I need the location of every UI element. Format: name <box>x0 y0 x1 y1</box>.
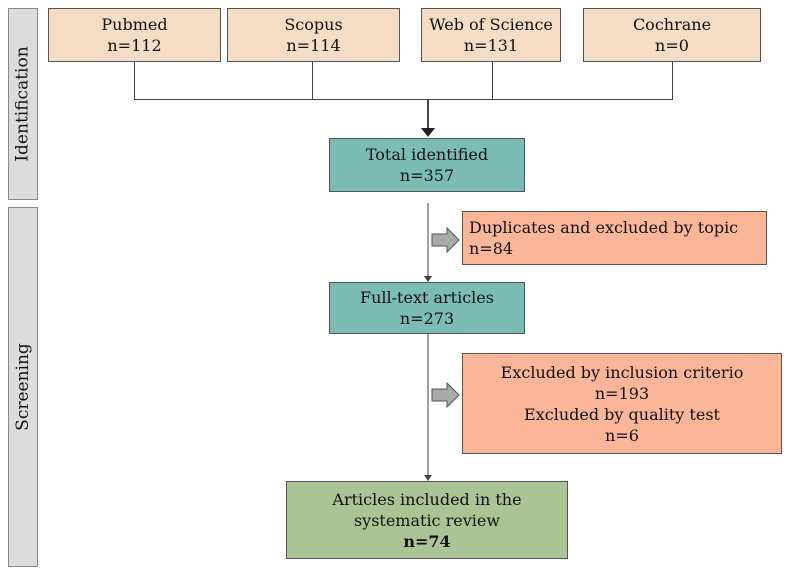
source-cochrane-count: n=0 <box>655 36 689 55</box>
excluded-quality-label: Excluded by quality test <box>524 404 720 424</box>
source-web-of-science: Web of Science n=131 <box>421 8 561 62</box>
connector-cochrane <box>672 62 673 100</box>
excluded-inclusion-count: n=193 <box>594 383 650 403</box>
exclusion-arrow-duplicates <box>431 226 460 254</box>
source-wos-name: Web of Science <box>429 15 553 34</box>
source-cochrane: Cochrane n=0 <box>583 8 761 62</box>
duplicates-box: Duplicates and excluded by topic n=84 <box>462 211 767 265</box>
included-box: Articles included in the systematic revi… <box>286 481 568 559</box>
excluded-box: Excluded by inclusion criterio n=193 Exc… <box>462 353 782 454</box>
source-pubmed-name: Pubmed <box>101 15 168 34</box>
fulltext-label: Full-text articles <box>360 288 494 307</box>
connector-scopus <box>312 62 313 100</box>
total-identified-label: Total identified <box>365 145 489 164</box>
total-identified-box: Total identified n=357 <box>329 138 525 192</box>
stage-identification: Identification <box>8 8 38 200</box>
fulltext-count: n=273 <box>399 309 455 328</box>
connector-main-down <box>427 99 429 129</box>
included-count: n=74 <box>403 531 451 551</box>
included-line2: systematic review <box>353 510 501 530</box>
stage-screening: Screening <box>8 207 38 567</box>
source-pubmed: Pubmed n=112 <box>48 8 221 62</box>
duplicates-label: Duplicates and excluded by topic <box>469 218 739 237</box>
connector-horizontal <box>134 99 673 100</box>
arrow-head-total <box>421 128 435 137</box>
source-pubmed-count: n=112 <box>107 36 162 55</box>
arrow-head-fulltext <box>424 276 432 282</box>
included-line1: Articles included in the <box>332 489 522 509</box>
excluded-inclusion-label: Excluded by inclusion criterio <box>500 362 744 382</box>
connector-wos <box>492 62 493 100</box>
connector-pubmed <box>134 62 135 100</box>
source-scopus: Scopus n=114 <box>227 8 400 62</box>
excluded-quality-count: n=6 <box>605 425 639 445</box>
source-wos-count: n=131 <box>463 36 519 55</box>
total-identified-count: n=357 <box>399 166 455 185</box>
fulltext-box: Full-text articles n=273 <box>329 282 525 334</box>
source-cochrane-name: Cochrane <box>632 15 712 34</box>
duplicates-count: n=84 <box>469 239 514 258</box>
arrow-head-included <box>424 475 432 481</box>
exclusion-arrow-criteria <box>431 381 460 409</box>
source-scopus-count: n=114 <box>286 36 341 55</box>
source-scopus-name: Scopus <box>284 15 343 34</box>
